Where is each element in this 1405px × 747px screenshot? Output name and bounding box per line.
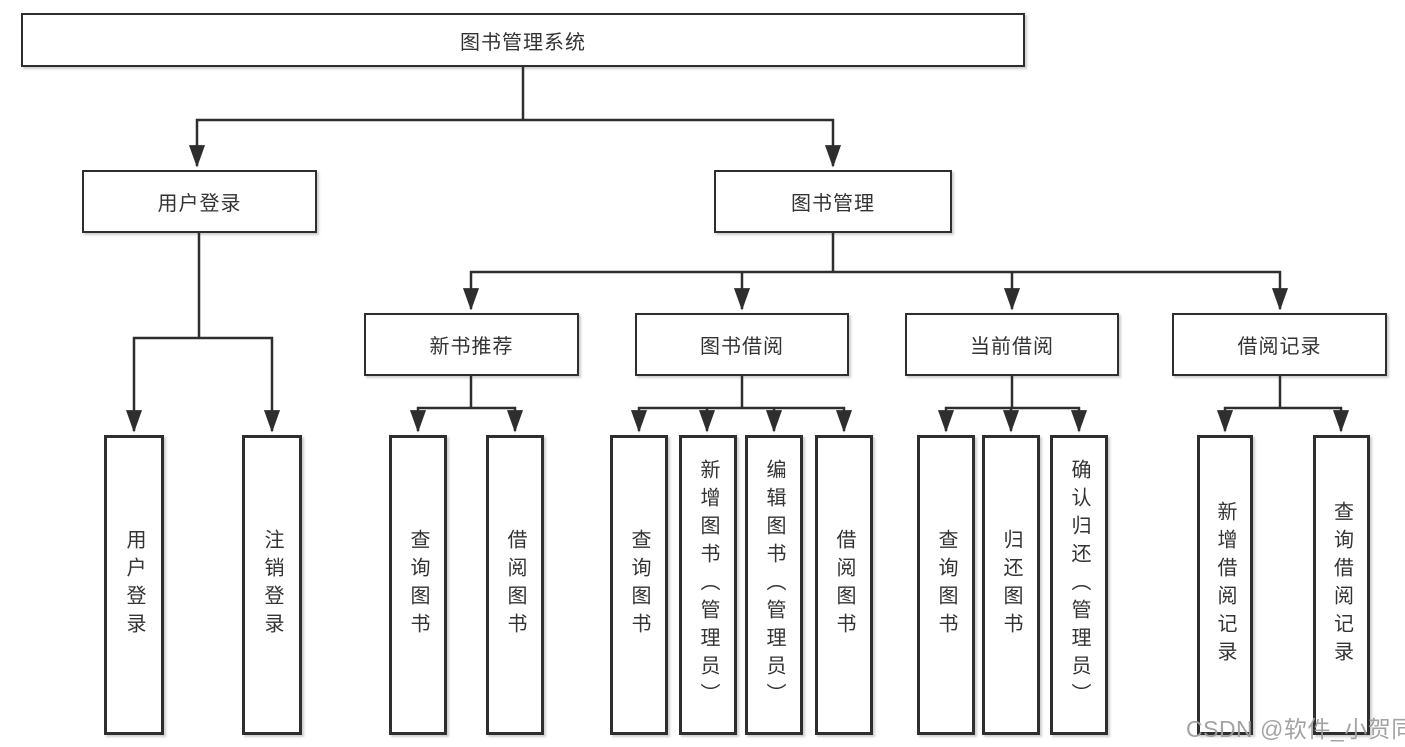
leaf-borrow-books-2-label: 借阅图书 xyxy=(833,529,855,641)
node-book-borrowing-label: 图书借阅 xyxy=(700,336,784,358)
leaf-confirm-return-admin-label: 确认归还（管理员） xyxy=(1068,459,1090,711)
leaf-confirm-return-admin: 确认归还（管理员） xyxy=(1050,435,1108,735)
leaf-query-borrow-record-label: 查询借阅记录 xyxy=(1330,501,1353,669)
leaf-edit-books-admin: 编辑图书（管理员） xyxy=(745,435,803,735)
node-new-book-recommend-label: 新书推荐 xyxy=(429,336,514,358)
leaf-query-books-1-label: 查询图书 xyxy=(407,529,429,641)
node-library-management-system: 图书管理系统 xyxy=(21,13,1025,67)
leaf-return-books-label: 归还图书 xyxy=(1000,529,1022,641)
leaf-query-books-1: 查询图书 xyxy=(389,435,447,735)
node-user-login: 用户登录 xyxy=(82,170,317,233)
leaf-add-books-admin-label: 新增图书（管理员） xyxy=(697,459,719,711)
node-new-book-recommend: 新书推荐 xyxy=(364,313,579,376)
leaf-borrow-books-1: 借阅图书 xyxy=(486,435,544,735)
leaf-return-books: 归还图书 xyxy=(982,435,1040,735)
node-borrowing-records: 借阅记录 xyxy=(1172,313,1387,376)
node-borrowing-records-label: 借阅记录 xyxy=(1237,336,1322,358)
node-library-management-system-label: 图书管理系统 xyxy=(460,31,586,54)
leaf-query-borrow-record: 查询借阅记录 xyxy=(1313,435,1370,735)
leaf-query-books-3-label: 查询图书 xyxy=(935,529,957,641)
leaf-user-login-label: 用户登录 xyxy=(123,529,145,641)
leaf-add-books-admin: 新增图书（管理员） xyxy=(679,435,737,735)
leaf-add-borrow-record-label: 新增借阅记录 xyxy=(1214,501,1236,669)
leaf-logout: 注销登录 xyxy=(242,435,302,735)
csdn-watermark: CSDN @软件_小贺同学 xyxy=(1186,716,1405,742)
leaf-borrow-books-2: 借阅图书 xyxy=(815,435,873,735)
leaf-add-borrow-record: 新增借阅记录 xyxy=(1197,435,1253,735)
leaf-borrow-books-1-label: 借阅图书 xyxy=(504,529,526,641)
node-book-borrowing: 图书借阅 xyxy=(635,313,849,376)
node-current-borrowing: 当前借阅 xyxy=(905,313,1119,376)
node-book-management: 图书管理 xyxy=(714,170,952,233)
leaf-user-login: 用户登录 xyxy=(104,435,164,735)
leaf-edit-books-admin-label: 编辑图书（管理员） xyxy=(763,459,785,711)
node-current-borrowing-label: 当前借阅 xyxy=(970,336,1054,358)
node-user-login-label: 用户登录 xyxy=(157,193,242,215)
node-book-management-label: 图书管理 xyxy=(791,193,875,215)
leaf-query-books-2: 查询图书 xyxy=(610,435,668,735)
leaf-query-books-3: 查询图书 xyxy=(917,435,975,735)
leaf-logout-label: 注销登录 xyxy=(261,529,283,641)
leaf-query-books-2-label: 查询图书 xyxy=(628,529,650,641)
